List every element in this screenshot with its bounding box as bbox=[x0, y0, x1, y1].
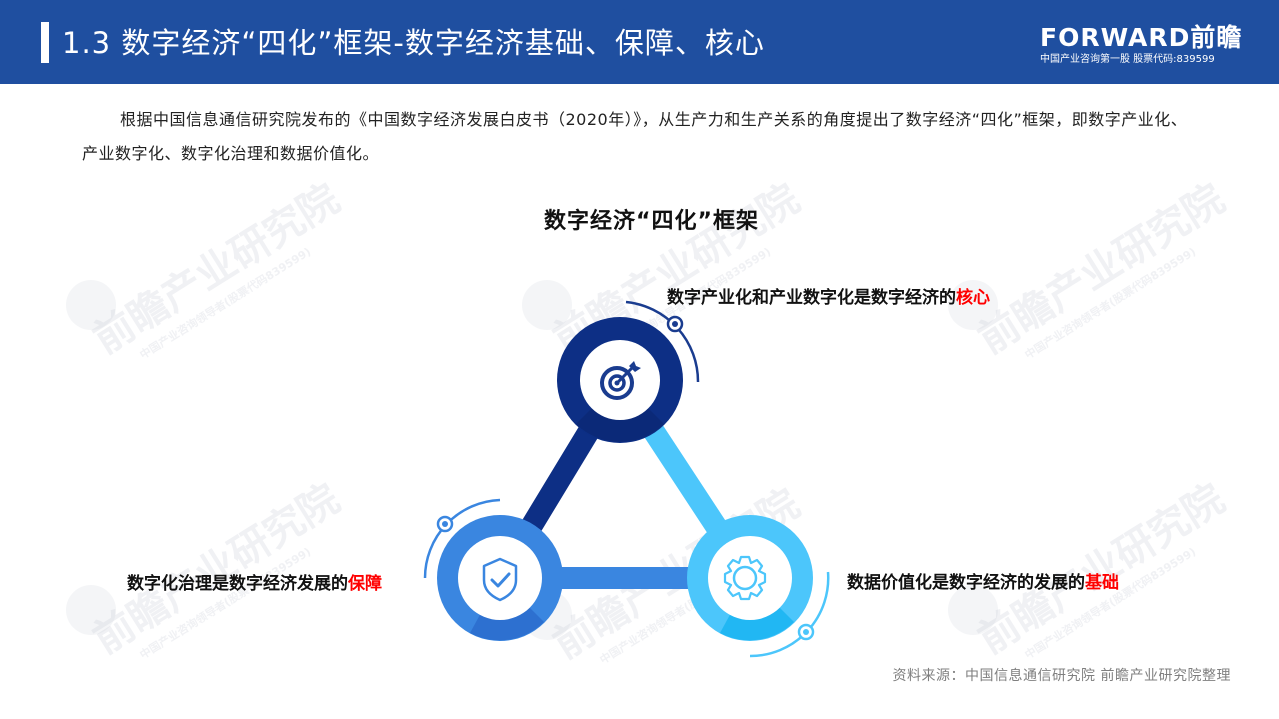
watermark-logo-icon bbox=[948, 585, 998, 635]
label-core-highlight: 核心 bbox=[956, 288, 990, 308]
forward-logo: FORWARD前瞻 中国产业咨询第一股 股票代码:839599 bbox=[1040, 24, 1260, 67]
title-accent-bar bbox=[41, 22, 49, 63]
node-guarantee bbox=[423, 498, 563, 641]
label-foundation-highlight: 基础 bbox=[1085, 573, 1119, 593]
label-core: 数字产业化和产业数字化是数字经济的核心 bbox=[667, 288, 990, 308]
label-foundation: 数据价值化是数字经济的发展的基础 bbox=[847, 573, 1119, 593]
label-guarantee-highlight: 保障 bbox=[348, 574, 382, 594]
watermark-logo-icon bbox=[66, 585, 116, 635]
shield-check-icon bbox=[482, 557, 518, 602]
watermark-logo-icon bbox=[948, 280, 998, 330]
target-icon bbox=[600, 361, 641, 400]
node-foundation bbox=[687, 515, 830, 658]
page-title: 1.3 数字经济“四化”框架-数字经济基础、保障、核心 bbox=[62, 26, 765, 60]
watermark-logo-icon bbox=[522, 280, 572, 330]
node-core bbox=[557, 300, 700, 443]
diagram-title: 数字经济“四化”框架 bbox=[544, 209, 759, 234]
logo-brand: FORWARD前瞻 bbox=[1040, 23, 1243, 52]
gear-icon bbox=[723, 555, 767, 601]
label-guarantee: 数字化治理是数字经济发展的保障 bbox=[127, 574, 382, 594]
intro-paragraph: 根据中国信息通信研究院发布的《中国数字经济发展白皮书（2020年）》，从生产力和… bbox=[82, 110, 1188, 163]
logo-tagline: 中国产业咨询第一股 股票代码:839599 bbox=[1040, 54, 1215, 65]
source-note: 资料来源：中国信息通信研究院 前瞻产业研究院整理 bbox=[892, 668, 1231, 684]
header-banner: 1.3 数字经济“四化”框架-数字经济基础、保障、核心 FORWARD前瞻 中国… bbox=[0, 0, 1279, 84]
watermark-logo-icon bbox=[66, 280, 116, 330]
